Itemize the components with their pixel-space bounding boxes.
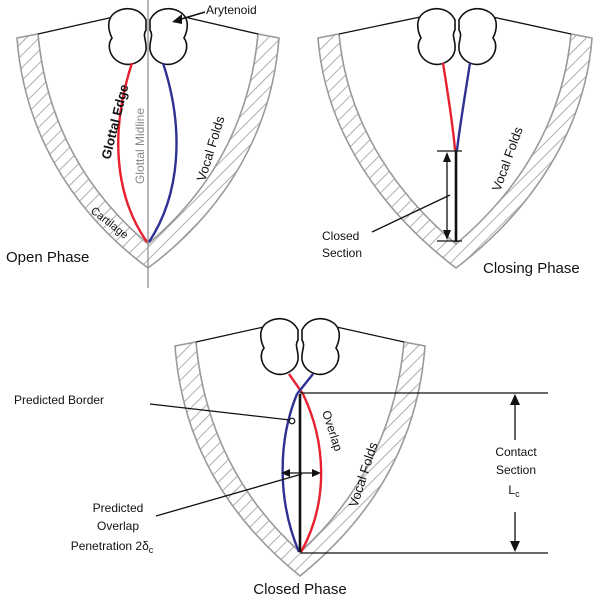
arytenoid-cartilage [416,7,456,66]
contact-section-label: Contact [495,445,537,459]
arytenoid-cartilage [107,7,147,66]
left-fold-edge [299,393,323,553]
arrow-head [443,152,451,162]
arytenoid-cartilage [458,7,498,66]
arytenoid-arrow [177,11,206,21]
ligament-line [37,15,119,35]
leader-line [155,473,303,517]
predicted-border-label: Predicted Border [14,393,104,407]
glottal-edge-label: Glottal Edge [98,83,131,161]
ligament-line [331,325,405,343]
cartilage-wall [16,33,280,269]
arrow-head [172,14,182,24]
leader-line [149,403,291,421]
glottal-midline-label: Glottal Midline [133,108,147,184]
right-fold-edge [281,393,301,553]
closed-section-label: Section [322,246,362,260]
cartilage-wall [174,341,426,578]
arrow-head [281,469,290,477]
arrow-head [312,469,321,477]
predicted-overlap-label: Penetration 2δc [71,539,154,555]
arrow-head [443,230,451,240]
ligament-line [338,15,426,35]
overlap-label: Overlap [319,409,345,454]
contact-section-label: Section [496,463,536,477]
contact-section-label: Lc [508,483,520,499]
ligament-line [179,15,259,35]
ligament-line [487,15,572,35]
label-background [488,440,544,512]
closed-phase-panel: Predicted Border Overlap Vocal Folds Pre… [14,317,548,598]
right-fold-edge [455,62,472,151]
arrow-head [510,394,520,405]
right-fold-edge [147,62,178,243]
closed-section-label: Closed [322,229,359,243]
closed-phase-label: Closed Phase [253,581,346,598]
arytenoid-cartilage [301,317,341,376]
ligament-line [195,325,269,343]
left-fold-edge [117,62,148,243]
open-phase-panel: Arytenoid Glottal Edge Glottal Midline V… [6,0,280,288]
arytenoid-label: Arytenoid [206,3,257,17]
cartilage-wall [317,33,593,270]
arrow-head [510,541,520,552]
leader-line [371,194,451,233]
predicted-overlap-label: Overlap [97,519,139,533]
closing-phase-panel: Vocal Folds Closed Section Closing Phase [317,7,593,277]
open-phase-label: Open Phase [6,249,89,266]
left-fold-edge [441,62,457,151]
arytenoid-cartilage [259,317,299,376]
right-fold-upper [296,373,314,395]
closing-phase-label: Closing Phase [483,260,580,277]
predicted-overlap-label: Predicted [93,501,144,515]
predicted-border-marker [288,417,296,425]
